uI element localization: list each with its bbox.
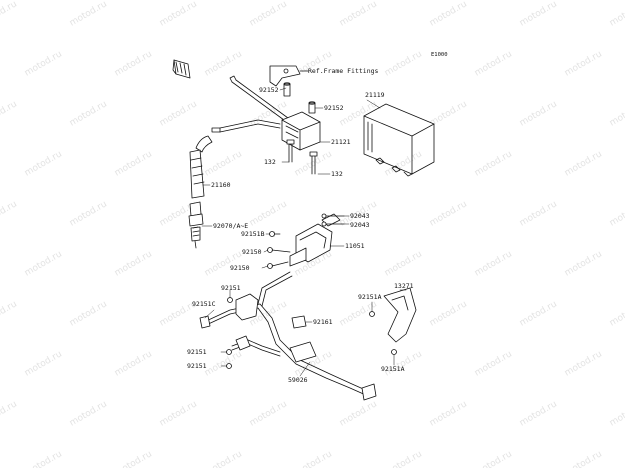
- callout-92161: 92161: [313, 318, 333, 326]
- callout-92043-b: 92043: [350, 221, 370, 229]
- callout-21160: 21160: [211, 181, 231, 189]
- cover-13271-part: [383, 287, 417, 343]
- frame-bracket-part: [269, 65, 309, 87]
- callout-132-left: 132: [264, 158, 276, 166]
- leader-lines: [201, 87, 407, 377]
- callout-92151-bottom: 92151: [187, 362, 207, 370]
- callout-92150-b: 92150: [230, 264, 250, 272]
- callout-92070: 92070/A~E: [213, 222, 249, 230]
- bolt-92152-part: [283, 82, 316, 114]
- callout-11051: 11051: [345, 242, 365, 250]
- callout-92152-right: 92152: [324, 104, 344, 112]
- plug-cable-part: [211, 75, 301, 133]
- callout-92151a-bottom: 92151A: [381, 365, 405, 373]
- callout-92151b: 92151B: [241, 230, 265, 238]
- callout-92043-a: 92043: [350, 212, 370, 220]
- callout-21119: 21119: [365, 91, 385, 99]
- bracket-11051-part: [289, 213, 341, 267]
- bolt-92151-part: [226, 297, 397, 369]
- pad-92161-part: [291, 315, 307, 329]
- wiring-harness-part: [199, 271, 377, 401]
- diagram-code: E1000: [431, 52, 448, 58]
- callout-ref-frame-fittings: Ref.Frame Fittings: [308, 67, 379, 75]
- callout-59026: 59026: [288, 376, 308, 384]
- callout-132-right: 132: [331, 170, 343, 178]
- callout-13271: 13271: [394, 282, 414, 290]
- cdi-unit-part: [363, 103, 435, 177]
- callout-92151-mid: 92151: [187, 348, 207, 356]
- callout-92151-top: 92151: [221, 284, 241, 292]
- bolt-92043-part: [321, 213, 345, 227]
- callout-21121: 21121: [331, 138, 351, 146]
- bolt-132-part: [286, 139, 318, 175]
- callout-92151c: 92151C: [192, 300, 216, 308]
- spark-plug-part: [188, 201, 204, 249]
- callout-92152-upper: 92152: [259, 86, 279, 94]
- callout-92150-a: 92150: [242, 248, 262, 256]
- callout-92151a-top: 92151A: [358, 293, 382, 301]
- plug-cap-part: [189, 135, 213, 199]
- bolt-92150-part: [267, 231, 291, 269]
- manual-book-icon: [172, 59, 191, 79]
